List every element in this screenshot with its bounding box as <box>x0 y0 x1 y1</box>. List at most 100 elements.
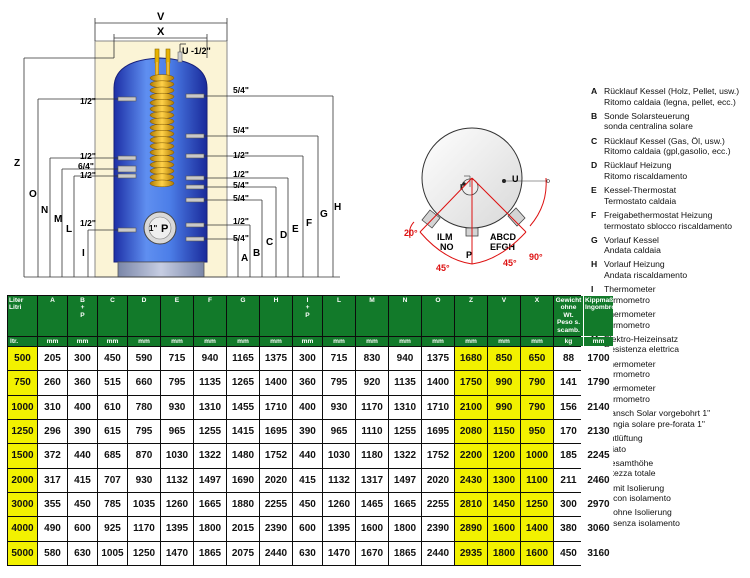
left-port-2 <box>117 155 137 161</box>
plan-P: P <box>466 250 472 260</box>
table-cell: 1150 <box>488 419 520 444</box>
right-port-3 <box>185 153 205 159</box>
table-cell: 1255 <box>194 419 226 444</box>
table-cell: 1375 <box>422 347 454 371</box>
table-cell: 2810 <box>455 492 487 517</box>
table-header-text: + <box>305 304 310 312</box>
dim-U: U -1/2" <box>182 46 211 56</box>
table-cell: 1497 <box>194 468 226 492</box>
table-unit-cell: mm <box>389 337 421 346</box>
legend-text-de: Rücklauf Kessel (Gas, Öl, usw.) <box>604 135 725 146</box>
right-port-size-2: 5/4" <box>233 125 249 135</box>
table-cell: 990 <box>488 371 520 395</box>
legend-text-de: Thermometer <box>604 284 656 295</box>
table-cell: 300 <box>554 492 583 517</box>
legend-text-de: Flansch Solar vorgebohrt 1" <box>604 408 711 419</box>
table-cell: 1865 <box>389 541 421 565</box>
table-header-cell: N <box>389 296 421 336</box>
left-port-size-3: 6/4" <box>78 161 94 171</box>
table-cell: 450 <box>68 492 97 517</box>
table-header-text: Gewicht <box>555 297 582 304</box>
table-cell: 1250 <box>128 541 160 565</box>
table-cell: 1600 <box>488 517 520 541</box>
legend-key: A <box>591 86 598 96</box>
right-port-size-6: 5/4" <box>233 193 249 203</box>
table-cell: 372 <box>38 444 67 468</box>
table-header-text: B <box>80 297 85 304</box>
plan-ABCD: ABCD <box>490 232 516 242</box>
table-cell: 515 <box>98 371 127 395</box>
table-cell: 1395 <box>323 517 355 541</box>
dim-C: C <box>266 237 273 248</box>
table-header-cell: O <box>422 296 454 336</box>
legend-key: F <box>591 209 597 220</box>
table-cell: 780 <box>128 395 160 419</box>
table-cell: 930 <box>128 468 160 492</box>
table-header-text: + <box>80 304 85 312</box>
table-header-text: Z <box>468 297 474 304</box>
legend-text-de: Thermometer <box>604 358 656 369</box>
left-port-size-2: 1/2" <box>80 151 96 161</box>
tank-diagram: 1" P V X U -1/2" Z O N M L I 1/2" 1/2" 6… <box>14 11 550 278</box>
table-cell: 790 <box>521 371 553 395</box>
legend-key: H <box>591 259 598 270</box>
table-cell: 260 <box>38 371 67 395</box>
dim-G: G <box>320 209 328 220</box>
plan-NO: NO <box>440 242 454 252</box>
table-cell: 1500 <box>8 444 37 468</box>
table-cell: 317 <box>38 468 67 492</box>
table-header-text: E <box>174 297 180 304</box>
table-cell: 300 <box>68 347 97 371</box>
top-connection-left <box>154 48 160 64</box>
right-port-7 <box>185 222 205 228</box>
table-cell: 1470 <box>323 541 355 565</box>
table-header-text: F <box>207 297 213 304</box>
table-cell: 2075 <box>227 541 259 565</box>
table-cell: 1497 <box>389 468 421 492</box>
table-cell: 360 <box>68 371 97 395</box>
table-cell: 1865 <box>194 541 226 565</box>
dim-X: X <box>157 26 165 38</box>
legend-text-it: Andata riscaldamento <box>604 270 688 281</box>
table-cell: 1317 <box>356 468 388 492</box>
table-cell: 440 <box>293 444 322 468</box>
top-connection-right <box>165 48 171 64</box>
table-unit-cell: mm <box>98 337 127 346</box>
table-cell: 500 <box>8 347 37 371</box>
legend-text-it: Termostato caldaia <box>604 195 677 206</box>
table-header-text: V <box>501 297 507 304</box>
right-port-size-5: 5/4" <box>233 180 249 190</box>
table-cell: 88 <box>554 347 583 371</box>
legend-text-de: Vorlauf Heizung <box>604 259 665 270</box>
dim-D: D <box>280 230 287 241</box>
right-port-1 <box>185 93 205 99</box>
table-cell: 296 <box>38 419 67 444</box>
table-cell: 1710 <box>260 395 292 419</box>
table-cell: 1480 <box>227 444 259 468</box>
table-cell: 790 <box>521 395 553 419</box>
table-cell: 1880 <box>227 492 259 517</box>
table-cell: 1100 <box>521 468 553 492</box>
table-cell: 1265 <box>227 371 259 395</box>
table-cell: 1000 <box>8 395 37 419</box>
table-cell: 580 <box>38 541 67 565</box>
table-header-text: P <box>80 311 85 319</box>
table-cell: 141 <box>554 371 583 395</box>
table-cell: 1680 <box>455 347 487 371</box>
table-cell: 660 <box>128 371 160 395</box>
table-unit-cell: mm <box>455 337 487 346</box>
left-port-3 <box>117 165 137 173</box>
table-cell: 1250 <box>521 492 553 517</box>
table-cell: 965 <box>161 419 193 444</box>
legend-text-it: Andata caldaia <box>604 245 661 256</box>
table-cell: 2255 <box>260 492 292 517</box>
table-header-text: C <box>110 297 115 304</box>
right-port-5 <box>185 184 205 190</box>
table-cell: 630 <box>68 541 97 565</box>
legend-item: NThermometerTermometro <box>591 359 749 380</box>
